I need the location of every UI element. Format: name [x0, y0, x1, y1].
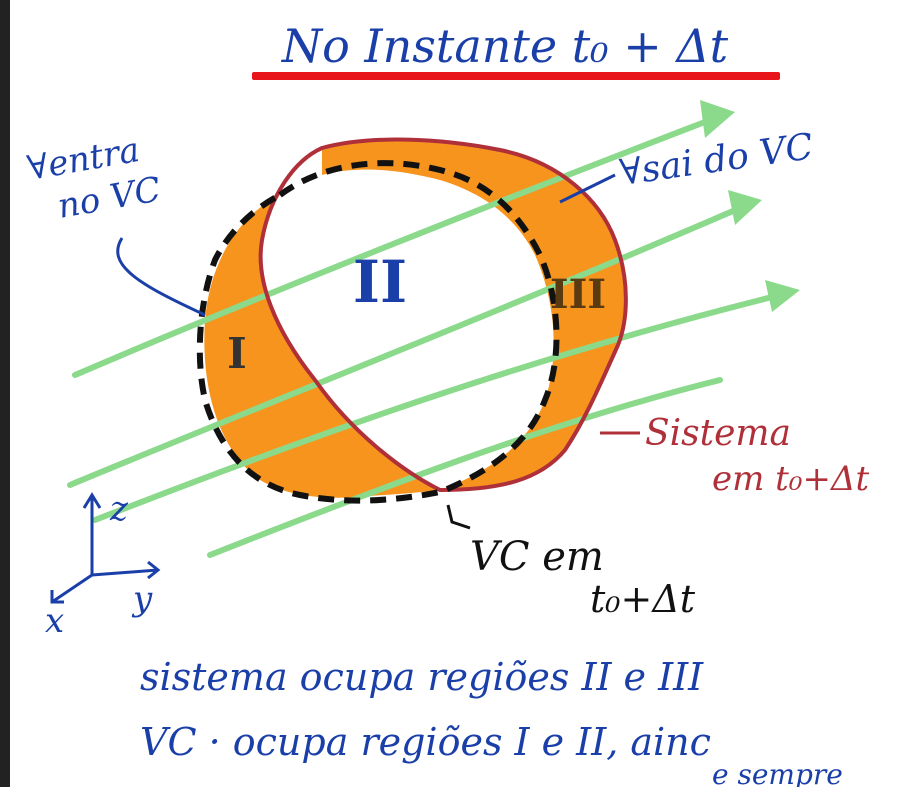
region-2-label: II [353, 248, 407, 316]
y-arrowhead [147, 560, 161, 580]
flow-arrowheads [700, 100, 800, 312]
note-line-3: e sempre [712, 758, 843, 787]
y-axis-label: y [131, 579, 153, 619]
title: No Instante t₀ + Δt [281, 19, 729, 73]
streamline-2 [67, 205, 743, 488]
flow-streamlines [67, 117, 783, 558]
x-axis-label: x [45, 601, 64, 641]
streamline-3 [92, 292, 783, 523]
region-3-fill [322, 139, 626, 490]
x-arrowhead [50, 590, 64, 604]
streamline-4 [207, 377, 723, 558]
note-line-1: sistema ocupa regiões II e III [140, 655, 704, 699]
streamline-1 [72, 117, 713, 378]
system-boundary [258, 137, 628, 493]
left-border [0, 0, 10, 787]
cv-label-line2: t₀+Δt [590, 577, 696, 621]
z-arrowhead [82, 492, 102, 509]
note-line-2: VC · ocupa regiões I e II, ainc [140, 720, 711, 764]
system-label-line1: Sistema [645, 413, 791, 454]
x-axis [51, 573, 93, 604]
region-3-label: III [550, 271, 606, 318]
outflow-label: ∀sai do VC [618, 126, 816, 194]
cv-pointer [446, 504, 471, 530]
y-axis [91, 568, 159, 577]
arrowhead-3 [765, 280, 800, 312]
title-underline [252, 72, 780, 80]
arrowhead-2 [728, 190, 762, 225]
inflow-pointer [116, 237, 206, 317]
region-1-fill [204, 195, 440, 498]
arrowhead-1 [700, 100, 735, 138]
outflow-pointer [559, 173, 616, 204]
control-volume-boundary [196, 160, 560, 504]
coordinate-axes [50, 492, 161, 604]
z-axis-label: z [109, 489, 129, 529]
region-1-label: I [227, 329, 247, 378]
cv-label-line1: VC em [470, 534, 604, 580]
system-label-line2: em t₀+Δt [712, 459, 870, 499]
